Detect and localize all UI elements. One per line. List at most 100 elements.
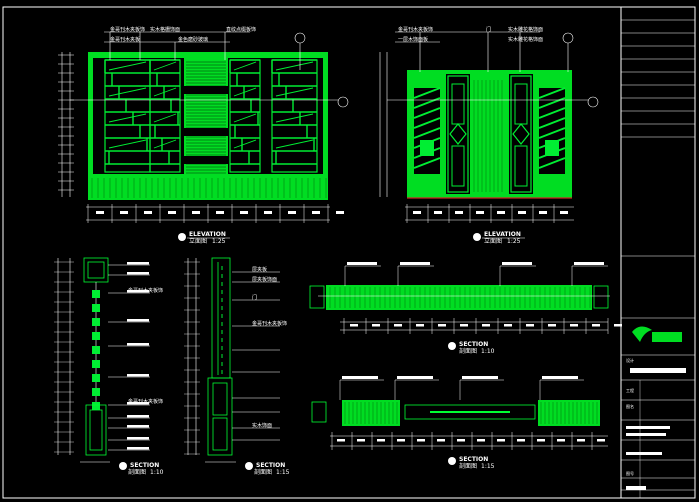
cad-stroke <box>233 139 257 149</box>
cad-stroke <box>394 324 402 327</box>
drawing-title: SECTION <box>130 462 159 469</box>
callout-label: 金哥刊木夹板饰 <box>110 26 145 33</box>
cad-stroke <box>144 211 152 214</box>
callout-label: 一层木饰面板 <box>398 36 428 43</box>
cad-stroke <box>437 439 445 442</box>
drawing-scale: 1:10 <box>481 348 495 355</box>
cad-stroke <box>92 332 100 340</box>
cad-stroke <box>538 87 566 99</box>
cad-stroke <box>372 324 380 327</box>
title-block: 设计 工程 图名 图号 <box>621 19 695 498</box>
cad-stroke <box>127 402 149 405</box>
cad-stroke <box>153 87 177 97</box>
cad-stroke <box>96 211 104 214</box>
cad-stroke <box>233 113 257 123</box>
cad-stroke <box>350 324 358 327</box>
section-4: SECTION 剖面图 1:15 <box>311 376 608 470</box>
drawing-scale: 1:15 <box>276 469 290 476</box>
cad-stroke <box>184 128 228 136</box>
cad-stroke <box>526 324 534 327</box>
cad-stroke <box>497 211 505 214</box>
title-block-label: 图号 <box>626 470 634 476</box>
cad-stroke <box>537 439 545 442</box>
section-2: 层夹板 层夹板饰面 门 金哥刊木夹板饰 实木饰面 SECTION 剖面图 1:1… <box>184 257 290 476</box>
cad-stroke <box>460 324 468 327</box>
cad-stroke <box>92 290 100 298</box>
cad-stroke <box>517 439 525 442</box>
section-1: 金哥刊木夹板饰 金哥刊木夹板饰 SECTION 剖面图 1:10 <box>54 257 164 476</box>
cad-stroke <box>275 139 314 149</box>
cad-stroke <box>462 376 498 379</box>
cad-stroke <box>510 75 532 193</box>
cad-stroke <box>577 439 585 442</box>
cad-stroke <box>597 439 605 442</box>
cad-stroke <box>127 425 149 428</box>
cad-stroke <box>233 61 257 71</box>
cad-stroke <box>288 211 296 214</box>
cad-stroke <box>108 87 147 97</box>
elevation-1: 金哥刊木夹板饰 实木格栅饰面 直纹点缀板饰 金哥刊木夹板 金色磨砂玻璃 ELEV… <box>58 26 349 245</box>
cad-stroke <box>542 376 578 379</box>
cad-stroke <box>108 139 147 149</box>
cad-stroke <box>336 211 344 214</box>
cad-stroke <box>502 262 532 265</box>
cad-stroke <box>337 439 345 442</box>
drawing-subtitle: 立面图 <box>484 237 502 245</box>
drawing-title: SECTION <box>459 456 488 463</box>
cad-stroke <box>497 439 505 442</box>
cad-stroke <box>420 140 434 156</box>
callout-label: 金哥刊木夹板饰 <box>398 26 433 33</box>
cad-stroke <box>518 211 526 214</box>
callout-label: 实木饰面 <box>252 422 272 429</box>
cad-stroke <box>357 439 365 442</box>
cad-stroke <box>92 374 100 382</box>
cad-stroke <box>127 290 149 293</box>
cad-stroke <box>92 318 100 326</box>
cad-stroke <box>275 61 314 71</box>
cad-stroke <box>560 211 568 214</box>
cad-stroke <box>451 145 465 187</box>
cad-stroke <box>434 211 442 214</box>
cad-stroke <box>449 123 467 145</box>
drawing-subtitle: 立面图 <box>189 237 207 245</box>
drawing-scale: 1:15 <box>481 463 495 470</box>
cad-stroke <box>400 262 430 265</box>
cad-stroke <box>92 388 100 396</box>
cad-stroke <box>264 211 272 214</box>
cad-stroke <box>614 324 622 327</box>
cad-stroke <box>514 145 528 187</box>
cad-stroke <box>275 87 314 97</box>
cad-stroke <box>413 87 441 99</box>
cad-stroke <box>108 61 147 71</box>
callout-label: 直纹点缀板饰 <box>226 26 256 33</box>
cad-stroke <box>538 117 566 129</box>
cad-stroke <box>416 324 424 327</box>
cad-stroke <box>127 437 149 440</box>
cad-stroke <box>108 113 147 123</box>
cad-stroke <box>447 75 469 193</box>
callout-label: 金色磨砂玻璃 <box>178 36 208 43</box>
cad-stroke <box>397 439 405 442</box>
cad-stroke <box>127 319 149 322</box>
cad-stroke <box>548 324 556 327</box>
drawing-subtitle: 剖面图 <box>459 347 477 355</box>
cad-stroke <box>127 374 149 377</box>
cad-stroke <box>417 439 425 442</box>
elevation-2: 金哥刊木夹板饰 门 实木雕花格饰面 一层木饰面板 实木雕花格饰面 ELEVATI… <box>379 26 599 245</box>
callout-label: 金哥刊木夹板饰 <box>128 398 163 405</box>
cad-stroke <box>92 346 100 354</box>
cad-stroke <box>168 211 176 214</box>
cad-stroke <box>127 262 149 265</box>
title-block-company: 设计 <box>626 357 634 363</box>
cad-stroke <box>413 211 421 214</box>
cad-stroke <box>476 211 484 214</box>
cad-stroke <box>438 324 446 327</box>
cad-stroke <box>240 211 248 214</box>
drawing-title: SECTION <box>459 341 488 348</box>
callout-label: 层夹板 <box>252 266 267 273</box>
drawing-subtitle: 剖面图 <box>459 462 477 470</box>
cad-stroke <box>413 97 441 109</box>
title-block-label: 工程 <box>626 387 634 393</box>
drawing-scale: 1:25 <box>507 238 521 245</box>
